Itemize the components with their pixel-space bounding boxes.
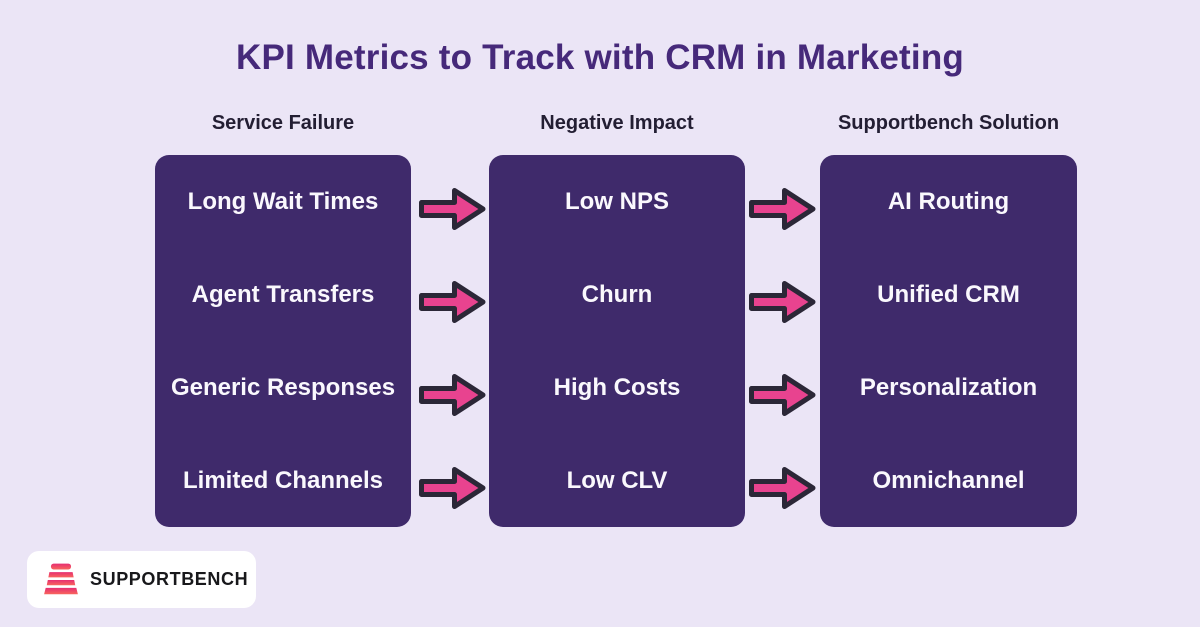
arrow-right-icon — [419, 187, 486, 230]
supportbench-logo: SUPPORTBENCH — [27, 551, 256, 608]
arrow-column-2 — [746, 155, 818, 527]
arrow-right-icon — [419, 466, 486, 509]
arrow-cell — [416, 162, 488, 255]
bench-icon — [44, 563, 78, 594]
kpi-item: Churn — [581, 280, 653, 308]
arrow-cell — [746, 255, 818, 348]
arrow-cell — [416, 348, 488, 441]
kpi-item: Low CLV — [566, 466, 668, 494]
kpi-item: AI Routing — [887, 187, 1010, 215]
arrow-cell — [746, 162, 818, 255]
arrow-column-1 — [416, 155, 488, 527]
arrow-right-icon — [419, 373, 486, 416]
arrow-cell — [746, 441, 818, 534]
column-header-service-failure: Service Failure — [211, 112, 355, 134]
kpi-item: High Costs — [553, 373, 681, 401]
arrow-right-icon — [419, 280, 486, 323]
kpi-item: Long Wait Times — [187, 187, 379, 215]
kpi-item: Unified CRM — [877, 280, 1020, 308]
arrow-cell — [416, 255, 488, 348]
column-header-negative-impact: Negative Impact — [540, 112, 694, 134]
logo-text: SUPPORTBENCH — [90, 569, 249, 589]
negative-impact-panel: Low NPS Churn High Costs Low CLV — [489, 155, 745, 527]
kpi-item: Agent Transfers — [191, 280, 375, 308]
arrow-cell — [416, 441, 488, 534]
kpi-item: Generic Responses — [170, 373, 396, 401]
column-header-supportbench-solution: Supportbench Solution — [837, 112, 1060, 134]
supportbench-solution-panel: AI Routing Unified CRM Personalization O… — [820, 155, 1077, 527]
arrow-right-icon — [749, 466, 816, 509]
service-failure-panel: Long Wait Times Agent Transfers Generic … — [155, 155, 411, 527]
kpi-item: Low NPS — [564, 187, 669, 215]
kpi-item: Limited Channels — [182, 466, 384, 494]
arrow-right-icon — [749, 373, 816, 416]
arrow-right-icon — [749, 187, 816, 230]
kpi-item: Omnichannel — [872, 466, 1025, 494]
arrow-right-icon — [749, 280, 816, 323]
page-title: KPI Metrics to Track with CRM in Marketi… — [236, 38, 964, 77]
arrow-cell — [746, 348, 818, 441]
kpi-item: Personalization — [859, 373, 1038, 401]
